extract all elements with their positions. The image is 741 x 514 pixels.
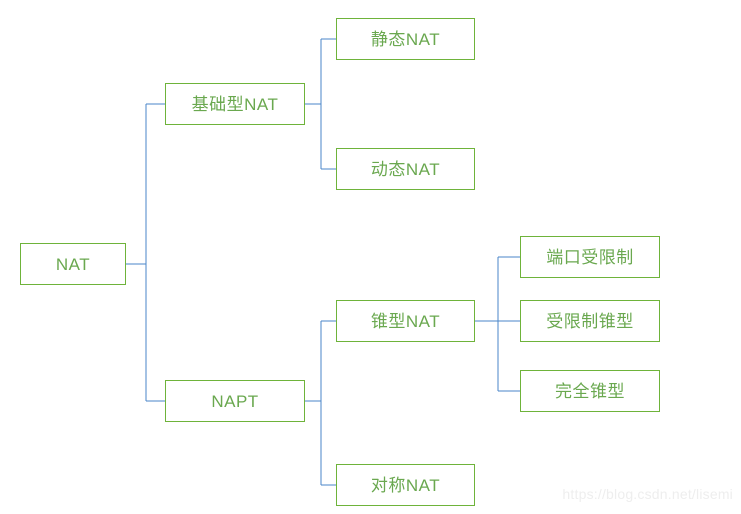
watermark-text: https://blog.csdn.net/lisemi [562, 486, 733, 502]
node-symmetric-nat-label: 对称NAT [370, 475, 441, 495]
node-cone-nat[interactable]: 锥型NAT [336, 300, 475, 342]
node-port-restricted-label: 端口受限制 [546, 247, 634, 267]
node-full-cone[interactable]: 完全锥型 [520, 370, 660, 412]
node-static-nat[interactable]: 静态NAT [336, 18, 475, 60]
node-dynamic-nat[interactable]: 动态NAT [336, 148, 475, 190]
node-nat[interactable]: NAT [20, 243, 126, 285]
node-cone-nat-label: 锥型NAT [370, 311, 441, 331]
node-full-cone-label: 完全锥型 [555, 381, 625, 401]
node-static-nat-label: 静态NAT [370, 29, 441, 49]
node-restricted-cone-label: 受限制锥型 [546, 311, 634, 331]
node-port-restricted[interactable]: 端口受限制 [520, 236, 660, 278]
node-symmetric-nat[interactable]: 对称NAT [336, 464, 475, 506]
node-basic-nat-label: 基础型NAT [191, 94, 279, 114]
node-napt[interactable]: NAPT [165, 380, 305, 422]
node-napt-label: NAPT [211, 391, 259, 411]
node-basic-nat[interactable]: 基础型NAT [165, 83, 305, 125]
node-restricted-cone[interactable]: 受限制锥型 [520, 300, 660, 342]
node-nat-label: NAT [55, 254, 91, 274]
node-dynamic-nat-label: 动态NAT [370, 159, 441, 179]
